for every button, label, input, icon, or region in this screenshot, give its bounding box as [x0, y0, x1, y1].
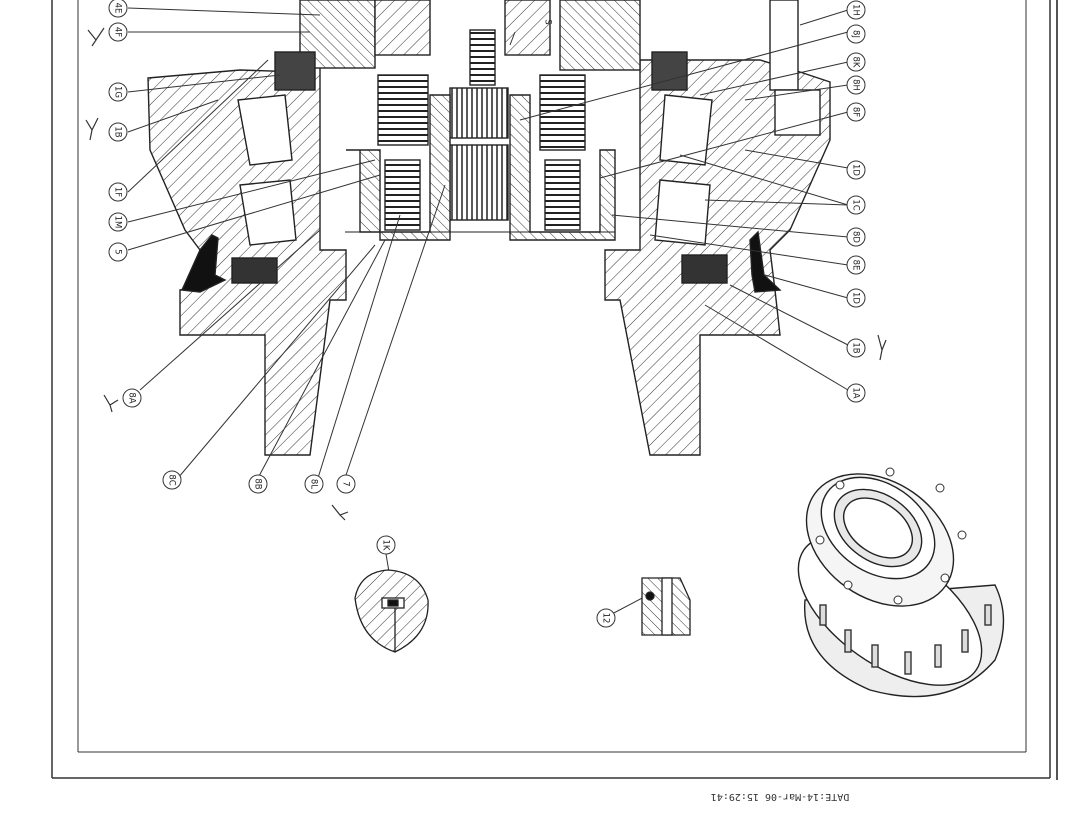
right-stud-head [774, 89, 821, 136]
svg-text:1D: 1D [851, 164, 861, 176]
svg-text:1M: 1M [113, 216, 123, 229]
right-lip-seal [681, 254, 728, 284]
svg-text:7: 7 [341, 481, 351, 486]
leader-lines [127, 7, 849, 616]
right-piston [509, 94, 616, 241]
hub-cross-section [147, 0, 831, 456]
svg-text:1H: 1H [851, 4, 861, 16]
left-seal [180, 234, 227, 293]
central-spline-lower [449, 144, 509, 221]
left-ring-gear [274, 51, 316, 91]
sheet-border [51, 0, 1058, 780]
svg-text:8K: 8K [851, 57, 861, 68]
left-spring-pack [384, 159, 421, 231]
callout-8b: 8B [248, 474, 268, 494]
svg-text:8C: 8C [167, 474, 177, 485]
svg-text:1B: 1B [113, 126, 123, 137]
callout-1c: 1C [846, 195, 866, 215]
right-upper-shaft [559, 0, 641, 71]
right-bearing-upper [659, 94, 713, 166]
callout-1h: 1H [846, 0, 866, 20]
svg-text:4F: 4F [113, 27, 123, 37]
callout-8f: 8F [846, 102, 866, 122]
callout-8e: 8E [846, 255, 866, 275]
svg-text:8E: 8E [851, 260, 861, 271]
callout-5: 5 [108, 242, 128, 262]
svg-text:8J: 8J [851, 30, 861, 38]
center-spring [469, 29, 496, 86]
isometric-hub-view [797, 467, 1005, 698]
left-lip-seal [231, 257, 278, 284]
callout-1g: 1G [108, 82, 128, 102]
callout-4f: 4F [108, 22, 128, 42]
svg-text:12: 12 [601, 613, 611, 624]
callout-1m: 1M [108, 212, 128, 232]
date-stamp: DATE:14-Mar-06 15:29:41 [711, 791, 849, 802]
right-ring-gear [651, 51, 688, 91]
left-upper-gear [374, 0, 431, 56]
svg-text:S: S [543, 19, 553, 24]
svg-text:1F: 1F [113, 187, 123, 197]
detail-view-12 [641, 577, 691, 636]
svg-text:1B: 1B [851, 342, 861, 353]
callout-1b-right: 1B [846, 338, 866, 358]
callout-4e: 4E [108, 0, 128, 18]
left-clutch-pack [377, 74, 429, 146]
callout-1b-left: 1B [108, 122, 128, 142]
svg-text:1D: 1D [851, 292, 861, 304]
callout-1d-upper: 1D [846, 160, 866, 180]
callout-8l: 8L [304, 474, 324, 494]
right-bearing-lower [654, 179, 711, 246]
callout-8k: 8K [846, 52, 866, 72]
left-bearing-lower [239, 179, 297, 246]
svg-text:1C: 1C [851, 199, 861, 210]
left-piston [346, 94, 451, 241]
right-spring-pack [544, 159, 581, 231]
svg-text:8F: 8F [851, 107, 861, 117]
svg-text:4E: 4E [113, 3, 123, 14]
svg-text:8B: 8B [253, 478, 263, 489]
callout-s: S [543, 19, 553, 24]
right-upper-gear [504, 0, 551, 56]
callout-1a: 1A [846, 383, 866, 403]
right-seal [749, 230, 782, 293]
surface-symbols [85, 27, 887, 521]
central-spline-upper [449, 87, 509, 139]
callout-8a: 8A [122, 388, 142, 408]
callout-8j: 8J [846, 24, 866, 44]
callout-1d-lower: 1D [846, 288, 866, 308]
callout-7: 7 [336, 474, 356, 494]
callout-labels: 4E 4F 1G 1B 1F 1M 5 8A 8C 8B 8L 7 1K 12 … [108, 0, 866, 628]
svg-text:5: 5 [113, 249, 123, 254]
svg-text:8A: 8A [127, 392, 137, 403]
callout-8d: 8D [846, 227, 866, 247]
hub-bolts [819, 604, 992, 675]
svg-text:1A: 1A [851, 387, 861, 398]
svg-text:8L: 8L [309, 479, 319, 489]
left-bearing-upper [237, 94, 293, 166]
svg-text:8H: 8H [851, 79, 861, 91]
detail-view-1k [354, 569, 429, 653]
svg-text:1G: 1G [113, 86, 123, 98]
flange-holes [815, 467, 967, 605]
callout-8h: 8H [846, 75, 866, 95]
svg-text:8D: 8D [851, 231, 861, 243]
callout-12: 12 [596, 608, 616, 628]
svg-text:1K: 1K [381, 540, 391, 551]
callout-1k: 1K [376, 535, 396, 555]
callout-1f: 1F [108, 182, 128, 202]
callout-8c: 8C [162, 470, 182, 490]
